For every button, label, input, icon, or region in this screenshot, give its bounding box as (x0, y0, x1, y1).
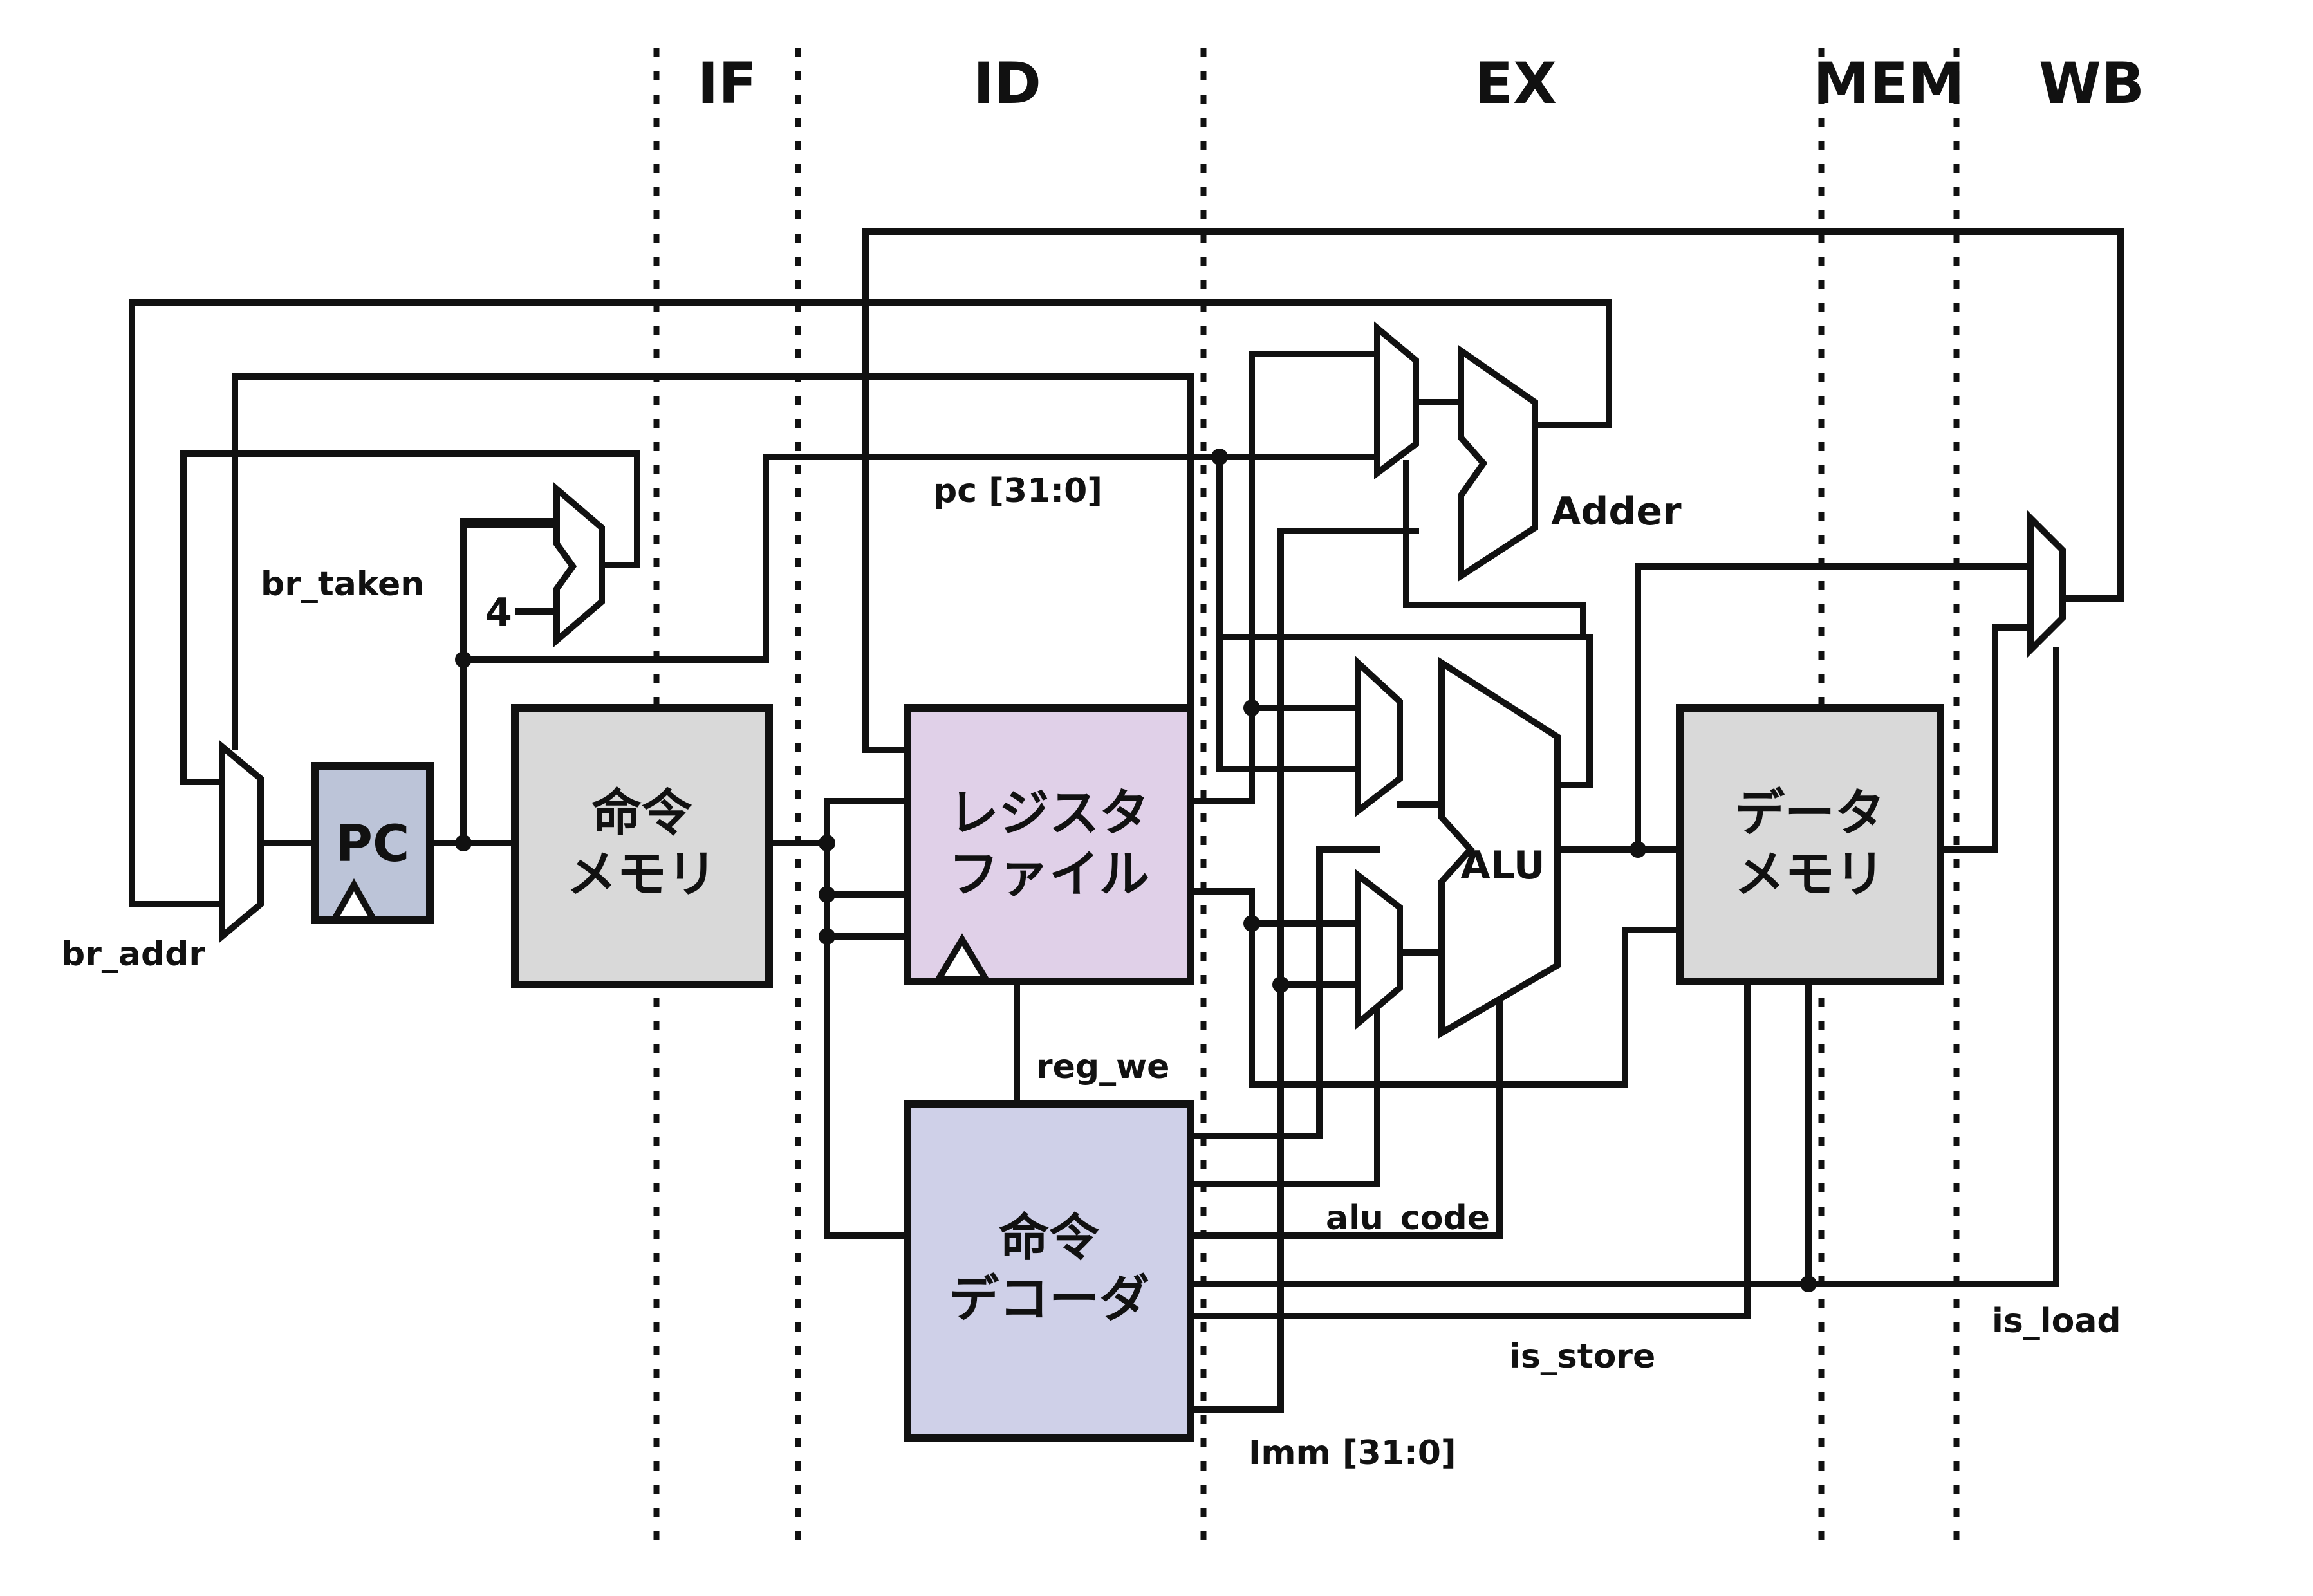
junction-dot (1272, 976, 1289, 993)
wire-alu-src1-sel (1187, 846, 1380, 1139)
stage-label-ex: EX (1474, 50, 1557, 116)
regfile-box (904, 704, 1194, 985)
dmem-label-line2: メモリ (1734, 846, 1885, 904)
alu-src1-mux (1355, 655, 1403, 818)
junction-dot (1243, 700, 1260, 716)
wire-br-taken (232, 373, 1194, 878)
pc-plus4-adder: 4 (485, 482, 605, 647)
stage-label-if: IF (698, 50, 757, 116)
junction-dot (819, 886, 835, 903)
decoder-label-line1: 命令 (999, 1209, 1100, 1267)
dmem-label-line1: データ (1734, 784, 1885, 842)
wire-rs2 (1187, 888, 1677, 1088)
imem-box (511, 704, 773, 988)
clock-triangle-icon (933, 933, 992, 983)
stage-label-id: ID (973, 50, 1041, 116)
wire-is-store (1187, 978, 1751, 1319)
pc-box (311, 762, 434, 924)
stage-labels: IF ID EX MEM WB (698, 50, 2145, 116)
pc-label: PC (336, 815, 409, 873)
writeback-mux (2027, 510, 2066, 658)
wire-imm (1187, 528, 1419, 1413)
wire-branch-cond (1216, 634, 1593, 788)
junction-dot (1211, 449, 1228, 465)
junction-dot (819, 835, 835, 851)
wires (129, 228, 2124, 1413)
decoder-label-line2: デコーダ (949, 1270, 1149, 1328)
pc-plus4-adder-shape (553, 482, 605, 647)
signal-imm: Imm [31:0] (1249, 1434, 1456, 1472)
wire-alu-code (1187, 994, 1503, 1239)
alu-src2-mux (1355, 868, 1403, 1030)
wire-alu-src2-sel (1187, 1007, 1380, 1187)
data-memory: データ メモリ (1676, 704, 1944, 985)
signal-labels: br_taken br_addr pc [31:0] reg_we alu_co… (61, 472, 2121, 1472)
imem-label-line1: 命令 (591, 784, 692, 842)
branch-adder: Adder (1374, 321, 1682, 582)
register-file: レジスタ ファイル (904, 704, 1194, 985)
dmem-box (1676, 704, 1944, 985)
signal-br-addr: br_addr (61, 935, 205, 974)
adder-mux (1374, 321, 1419, 479)
signal-is-load: is_load (1992, 1302, 2121, 1341)
regfile-label-line1: レジスタ (949, 784, 1149, 842)
stage-label-wb: WB (2039, 50, 2144, 116)
wire-dmem-out (1937, 624, 2034, 853)
junction-dots (455, 449, 1817, 1292)
decoder-box (904, 1100, 1194, 1442)
wire-rs1 (1187, 705, 1255, 804)
wire-pc-bus (460, 454, 1380, 663)
wire-pc-plus4 (180, 450, 640, 785)
alu-shape (1438, 656, 1561, 1039)
wire-br-addr (129, 299, 1612, 907)
wire-writeback (862, 228, 2124, 753)
junction-dot (455, 835, 472, 851)
junction-dot (1800, 1276, 1817, 1292)
instruction-decoder: 命令 デコーダ (904, 1100, 1194, 1442)
adder-shape (1458, 344, 1538, 582)
signal-is-store: is_store (1509, 1337, 1655, 1376)
pc-register: PC (311, 762, 434, 924)
junction-dot (1630, 841, 1646, 858)
signal-reg-we: reg_we (1036, 1048, 1169, 1086)
signal-pc-bus: pc [31:0] (933, 472, 1102, 510)
wire-pc-alu-mux (1216, 454, 1361, 772)
const-4-label: 4 (485, 590, 512, 635)
alu: ALU (1438, 656, 1561, 1039)
wire-is-load (1187, 647, 2059, 1287)
imem-label-line2: メモリ (566, 846, 717, 904)
regfile-label-line2: ファイル (949, 846, 1149, 904)
stage-label-mem: MEM (1813, 50, 1964, 116)
pc-mux (219, 739, 264, 943)
signal-br-taken: br_taken (261, 565, 424, 604)
junction-dot (455, 651, 472, 668)
wire-rs1-adder-mux (1249, 351, 1380, 711)
wire-alu-wb (1635, 563, 2034, 853)
adder-label: Adder (1551, 489, 1682, 534)
instruction-memory: 命令 メモリ (511, 704, 773, 988)
junction-dot (1243, 915, 1260, 932)
clock-triangle-icon (329, 878, 379, 922)
junction-dot (819, 928, 835, 945)
alu-label: ALU (1460, 843, 1545, 888)
signal-alu-code: alu_code (1326, 1199, 1490, 1238)
